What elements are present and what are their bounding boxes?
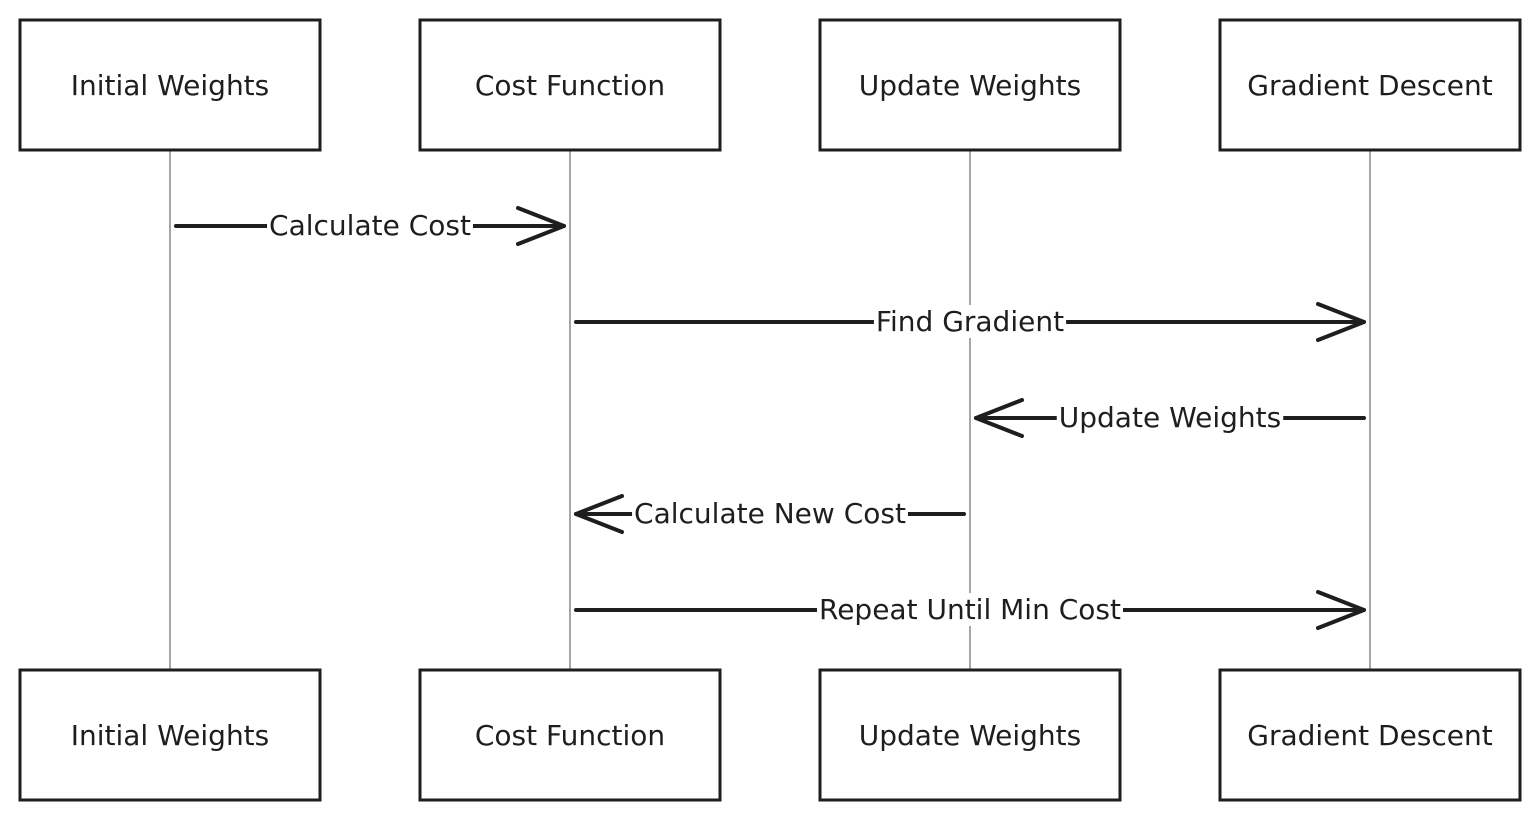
message-label: Find Gradient (876, 305, 1064, 338)
actor-cost-function-top: Cost Function (418, 18, 722, 152)
message-label: Calculate New Cost (634, 497, 906, 530)
message-label-bg (873, 305, 1067, 338)
actor-label: Gradient Descent (1247, 69, 1493, 102)
message-2: Find Gradient (574, 302, 1366, 342)
actor-box (818, 668, 1122, 802)
message-label-bg (632, 497, 908, 530)
actor-label: Update Weights (859, 69, 1081, 102)
actor-label: Initial Weights (71, 69, 270, 102)
actor-label: Cost Function (475, 719, 665, 752)
arrow-head (1316, 590, 1366, 630)
actor-label: Initial Weights (71, 719, 270, 752)
arrow-head (574, 494, 624, 534)
arrow-head (516, 206, 566, 246)
actor-label: Update Weights (859, 719, 1081, 752)
message-label: Calculate Cost (269, 209, 471, 242)
message-1: Calculate Cost (174, 206, 566, 246)
message-3: Update Weights (974, 398, 1366, 438)
actor-box (418, 668, 722, 802)
actor-box (818, 18, 1122, 152)
actor-box (18, 18, 322, 152)
lifelines (169, 150, 1371, 670)
actor-initial-weights-bottom: Initial Weights (18, 668, 322, 802)
message-label: Repeat Until Min Cost (819, 593, 1121, 626)
actor-box (1218, 668, 1522, 802)
actor-initial-weights-top: Initial Weights (18, 18, 322, 152)
message-label-bg (267, 209, 473, 242)
actor-box (18, 668, 322, 802)
actor-update-weights-bottom: Update Weights (818, 668, 1122, 802)
actor-box (418, 18, 722, 152)
arrow-head (974, 398, 1024, 438)
actor-label: Gradient Descent (1247, 719, 1493, 752)
actor-gradient-descent-bottom: Gradient Descent (1218, 668, 1522, 802)
actor-update-weights-top: Update Weights (818, 18, 1122, 152)
actor-label: Cost Function (475, 69, 665, 102)
message-label-bg (1056, 401, 1284, 434)
actor-box (1218, 18, 1522, 152)
message-label-bg (817, 593, 1123, 626)
actor-gradient-descent-top: Gradient Descent (1218, 18, 1522, 152)
message-label: Update Weights (1059, 401, 1281, 434)
actor-cost-function-bottom: Cost Function (418, 668, 722, 802)
arrow-head (1316, 302, 1366, 342)
message-5: Repeat Until Min Cost (574, 590, 1366, 630)
message-4: Calculate New Cost (574, 494, 966, 534)
